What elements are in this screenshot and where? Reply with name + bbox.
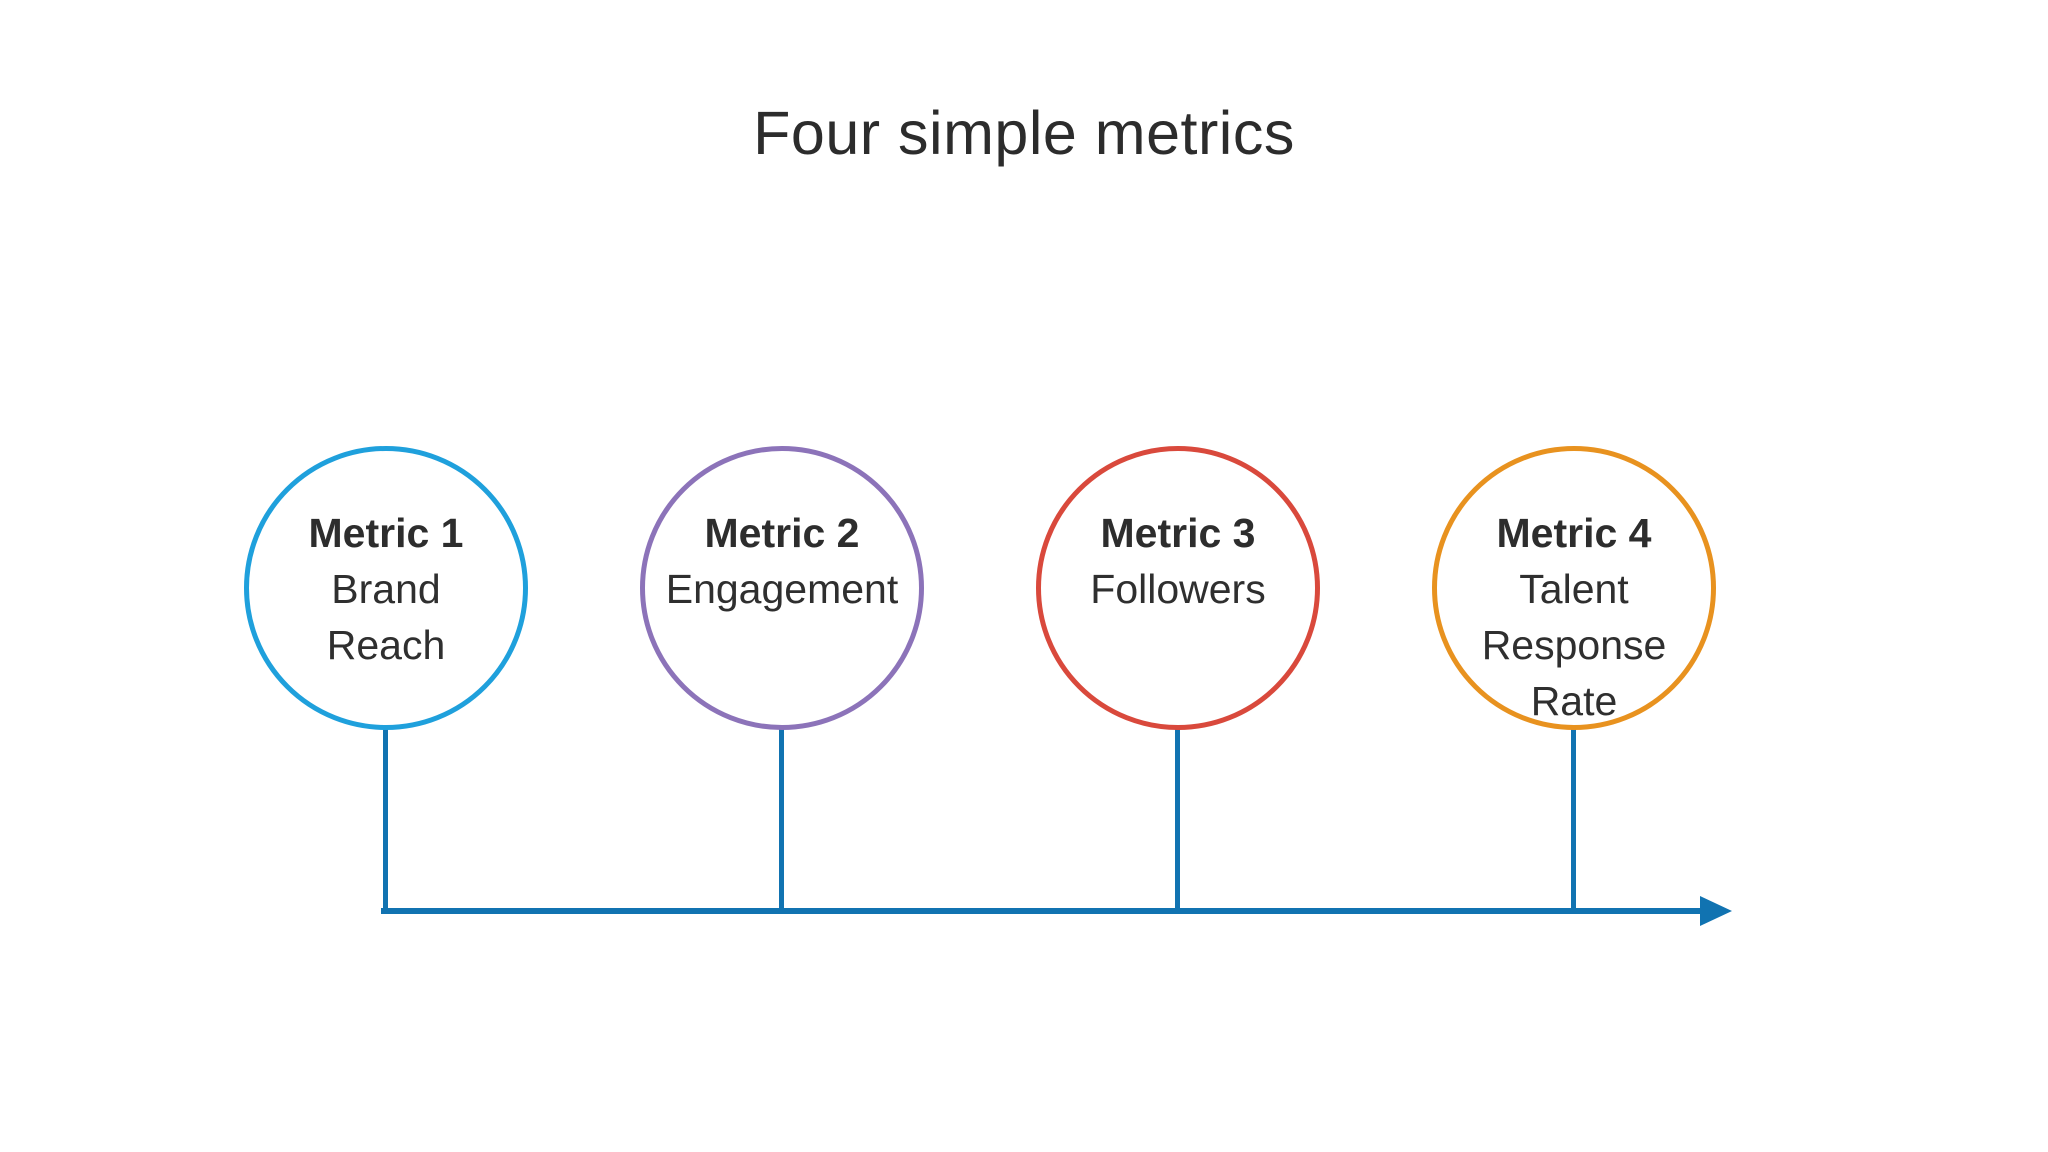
metric-value: Talent Response Rate [1481, 566, 1667, 725]
connector-stem-4 [1571, 728, 1576, 911]
metric-value: Followers [1090, 566, 1266, 613]
metric-circle-4: Metric 4 Talent Response Rate [1432, 446, 1716, 730]
connector-stem-2 [779, 728, 784, 911]
metric-value: Engagement [665, 566, 899, 613]
metric-value: Brand Reach [326, 566, 446, 669]
timeline-line [381, 908, 1702, 914]
connector-stem-3 [1175, 728, 1180, 911]
metric-circle-1: Metric 1 Brand Reach [244, 446, 528, 730]
connector-stem-1 [383, 728, 388, 911]
metric-circle-2: Metric 2 Engagement [640, 446, 924, 730]
metric-label: Metric 2 [704, 510, 860, 556]
arrow-right-icon [1700, 896, 1732, 926]
metric-label: Metric 1 [308, 510, 464, 556]
page-title: Four simple metrics [753, 99, 1295, 167]
metric-circle-3: Metric 3 Followers [1036, 446, 1320, 730]
metric-label: Metric 4 [1496, 510, 1652, 556]
metric-label: Metric 3 [1100, 510, 1256, 556]
